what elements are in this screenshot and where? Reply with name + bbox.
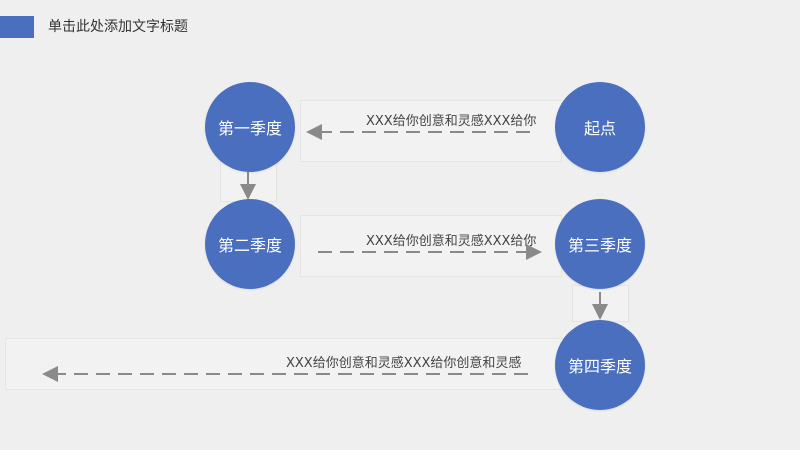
node-q4[interactable]: 第四季度: [555, 320, 645, 410]
connector-panel-3: [5, 338, 567, 390]
connector-label-start-q1[interactable]: XXX给你创意和灵感XXX给你: [366, 114, 537, 129]
page-title[interactable]: 单击此处添加文字标题: [48, 19, 188, 35]
node-start[interactable]: 起点: [555, 82, 645, 172]
node-q1[interactable]: 第一季度: [205, 82, 295, 172]
connector-label-q2-q3[interactable]: XXX给你创意和灵感XXX给你: [366, 234, 537, 249]
node-q2[interactable]: 第二季度: [205, 199, 295, 289]
node-q3[interactable]: 第三季度: [555, 199, 645, 289]
connector-label-q4-out[interactable]: XXX给你创意和灵感XXX给你创意和灵感: [286, 356, 522, 371]
title-accent-bar: [0, 16, 34, 38]
